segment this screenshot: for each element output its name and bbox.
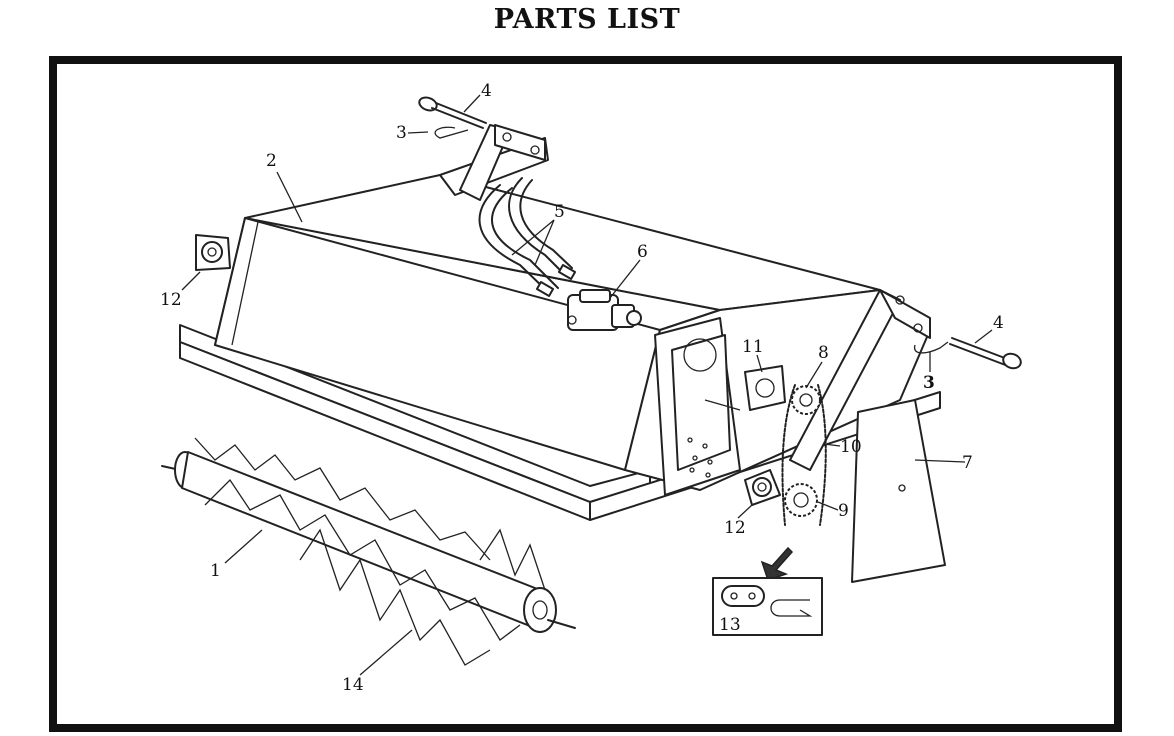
callout-7: 7 (962, 453, 973, 473)
callout-14: 14 (342, 675, 364, 695)
callout-4-right: 4 (993, 313, 1004, 333)
callout-4-left: 4 (481, 81, 492, 101)
callout-12-right: 12 (724, 518, 746, 538)
callout-6: 6 (637, 242, 648, 262)
callout-13: 13 (719, 615, 741, 635)
drive-chain (781, 384, 827, 526)
brush-roller (161, 437, 576, 666)
page-title: PARTS LIST (493, 4, 681, 35)
connector-link-detail (712, 546, 823, 636)
callout-12-left: 12 (160, 290, 182, 310)
callout-11: 11 (742, 337, 764, 357)
hitch-pin-left (418, 96, 487, 139)
bearing-left (195, 234, 231, 271)
callout-3-left: 3 (396, 123, 407, 143)
callout-labels: 1 2 3 3 4 4 5 6 7 8 9 10 11 12 12 13 14 (160, 81, 1004, 695)
callout-leaders (181, 94, 993, 676)
hitch-arm-left (439, 124, 549, 201)
chain-guard-cover (851, 399, 946, 583)
bearing-right (744, 469, 781, 506)
callout-3-right: 3 (923, 373, 935, 393)
sprocket-upper (791, 385, 821, 415)
callout-2: 2 (266, 151, 277, 171)
callout-5: 5 (554, 202, 565, 222)
callout-1: 1 (210, 561, 221, 581)
hitch-arm-right (789, 289, 931, 471)
hydraulic-hoses (478, 177, 577, 297)
callout-10: 10 (840, 437, 862, 457)
sprocket-lower (784, 483, 818, 517)
hydraulic-motor (567, 289, 642, 331)
callout-9: 9 (838, 501, 849, 521)
mount-plate (744, 365, 786, 411)
hitch-pin-right (913, 337, 1022, 370)
callout-8: 8 (818, 343, 829, 363)
